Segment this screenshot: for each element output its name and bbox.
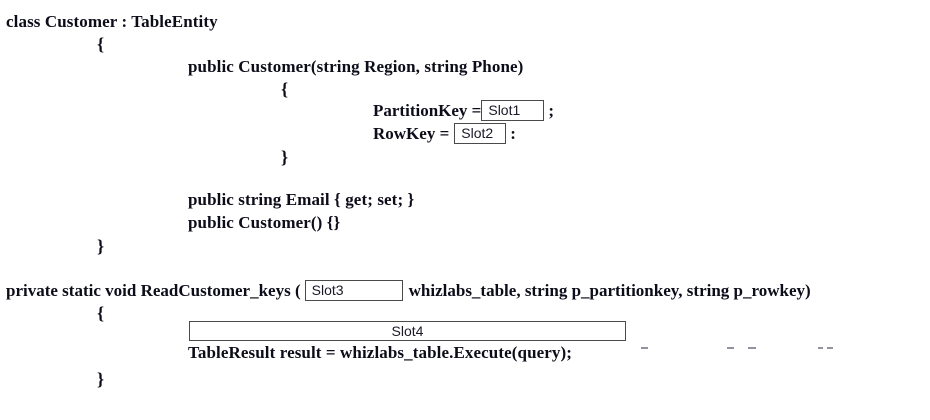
slot2-answer-box[interactable]: Slot2 [454, 123, 507, 144]
code-line-rowkey-assignment: RowKey = Slot2 : [373, 123, 516, 144]
obscured-text-artifact-4 [818, 347, 823, 349]
rowkey-label: RowKey = [373, 123, 450, 143]
brace-constructor-close: } [281, 147, 289, 167]
code-line-partitionkey-assignment: PartitionKey = Slot1 ; [373, 100, 554, 121]
slot4-answer-box[interactable]: Slot4 [189, 321, 626, 341]
partitionkey-label: PartitionKey = [373, 100, 482, 120]
slot3-answer-box[interactable]: Slot3 [304, 280, 403, 301]
code-line-readcustomer-keys-signature: private static void ReadCustomer_keys ( … [6, 280, 811, 301]
code-line-default-constructor: public Customer() {} [188, 213, 341, 232]
obscured-text-artifact-2 [727, 347, 734, 349]
brace-method-open: { [97, 303, 105, 323]
code-line-class-declaration: class Customer : TableEntity [6, 12, 218, 31]
obscured-text-artifact-3 [748, 347, 756, 349]
brace-method-close: } [97, 369, 105, 389]
brace-constructor-open: { [281, 79, 289, 99]
obscured-text-artifact-1 [641, 347, 648, 349]
rowkey-colon: : [510, 123, 516, 143]
readcustomer-suffix: whizlabs_table, string p_partitionkey, s… [408, 280, 811, 300]
slot1-answer-box[interactable]: Slot1 [481, 100, 545, 121]
code-line-email-property: public string Email { get; set; } [188, 190, 415, 209]
brace-class-open: { [97, 34, 105, 54]
code-line-constructor-signature: public Customer(string Region, string Ph… [188, 57, 524, 76]
obscured-text-artifact-5 [827, 347, 833, 349]
code-line-tableresult-execute: TableResult result = whizlabs_table.Exec… [188, 343, 573, 362]
brace-class-close: } [97, 236, 105, 256]
partitionkey-semicolon: ; [548, 100, 555, 120]
readcustomer-prefix: private static void ReadCustomer_keys ( [6, 280, 301, 300]
